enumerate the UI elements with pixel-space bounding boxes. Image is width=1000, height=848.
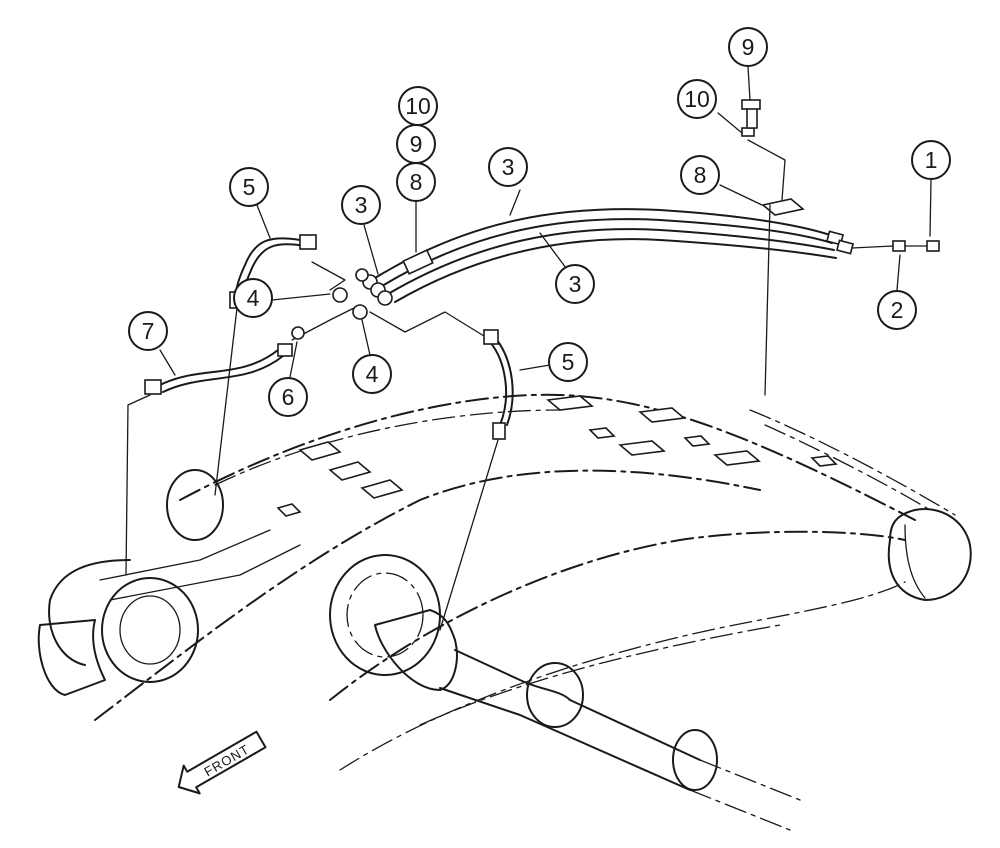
leader-lines [159,66,932,378]
callout-3-mid: 3 [555,264,595,304]
svg-text:3: 3 [502,154,515,180]
fittings [291,287,368,340]
tube-bundle [355,208,940,306]
boom-outline [94,393,956,771]
svg-text:10: 10 [405,93,431,119]
callout-10-left: 10 [398,86,438,126]
svg-text:2: 2 [891,297,904,323]
svg-text:3: 3 [569,271,582,297]
svg-text:8: 8 [410,169,423,195]
svg-text:4: 4 [247,285,260,311]
svg-text:9: 9 [410,131,423,157]
svg-text:3: 3 [355,192,368,218]
svg-text:7: 7 [142,318,155,344]
svg-text:5: 5 [562,349,575,375]
boom-tip-pin [887,508,972,601]
callout-8-right: 8 [680,155,720,195]
callout-3-left: 3 [341,185,381,225]
svg-text:8: 8 [694,162,707,188]
callout-7: 7 [128,311,168,351]
front-arrow-icon [177,730,267,795]
callout-4-upper: 4 [233,278,273,318]
boom-pads [276,395,838,517]
svg-text:10: 10 [684,86,710,112]
callout-9-right: 9 [728,27,768,67]
svg-text:9: 9 [742,34,755,60]
callout-5-upper: 5 [229,167,269,207]
svg-text:5: 5 [243,174,256,200]
bracket-assembly [741,99,805,396]
front-arrow: FRONT [177,730,267,795]
callout-10-right: 10 [677,79,717,119]
callout-8-left: 8 [396,162,436,202]
callout-5-lower: 5 [548,342,588,382]
callout-6: 6 [268,377,308,417]
hose-5-lower [369,311,514,631]
svg-text:4: 4 [366,361,379,387]
callout-3-top: 3 [488,147,528,187]
svg-text:1: 1 [925,147,938,173]
boom-cylinder [329,554,801,831]
hose-7 [125,304,361,576]
callout-4-lower: 4 [352,354,392,394]
boom-foot [37,469,301,696]
callout-9-left: 9 [396,124,436,164]
callout-2: 2 [877,290,917,330]
svg-text:6: 6 [282,384,295,410]
callout-1: 1 [911,140,951,180]
